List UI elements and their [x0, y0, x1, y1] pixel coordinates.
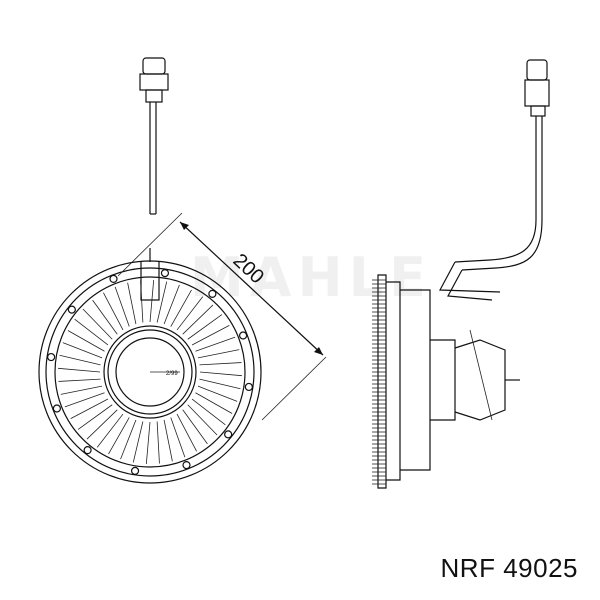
fin-line: [191, 325, 230, 346]
fin-line: [176, 296, 204, 331]
fin-line: [82, 308, 113, 340]
fin-line: [156, 281, 168, 323]
watermark-logo: MAHLE: [190, 246, 433, 309]
fin-line: [199, 378, 241, 390]
fin-line: [156, 421, 160, 464]
fin-line: [92, 299, 118, 335]
fin-line: [62, 342, 103, 359]
fin-line: [195, 392, 233, 414]
fin-line: [77, 404, 113, 430]
bolt-hole: [182, 461, 191, 470]
bolt-hole: [244, 382, 253, 392]
fin-line: [187, 404, 218, 436]
bolt-hole: [109, 274, 118, 283]
small-label: 2/99: [166, 371, 178, 377]
fin-line: [170, 417, 186, 458]
fin-line: [170, 289, 192, 327]
dimension-line: [117, 212, 327, 421]
fin-line: [197, 385, 238, 402]
fin-line: [199, 362, 242, 366]
fin-line: [58, 367, 101, 373]
fin-line: [197, 349, 240, 359]
bolt-hole: [208, 289, 217, 298]
fin-line: [182, 304, 214, 335]
fin-line: [58, 378, 101, 382]
fin-line: [176, 413, 197, 452]
fin-line: [145, 421, 151, 464]
bolt-hole: [130, 466, 140, 475]
fin-line: [67, 330, 105, 352]
fin-line: [182, 409, 208, 445]
fin-line: [70, 398, 109, 419]
fin-line: [127, 282, 137, 325]
fin-line: [59, 354, 101, 366]
fin-line: [191, 398, 226, 426]
fin-line: [163, 284, 180, 325]
fin-line: [195, 336, 236, 352]
fin-line: [199, 371, 242, 377]
front-connector: [139, 57, 169, 215]
bolt-hole: [239, 331, 248, 340]
bolt-hole: [160, 269, 170, 278]
fin-line: [149, 280, 155, 323]
bolt-hole: [52, 404, 61, 413]
dimension-label: 200: [229, 250, 268, 289]
fin-line: [86, 409, 118, 440]
bolt-hole: [47, 352, 56, 362]
bolt-hole: [67, 305, 76, 314]
front-view-clutch: [38, 248, 262, 484]
fin-line: [103, 292, 124, 331]
fin-line: [64, 392, 105, 408]
fin-line: [187, 314, 223, 340]
fin-line: [60, 385, 103, 395]
fin-line: [163, 419, 173, 462]
fin-line: [74, 318, 109, 346]
part-number-label: NRF 49025: [440, 553, 578, 583]
fin-line: [108, 417, 130, 455]
fin-line: [120, 419, 137, 460]
bolt-hole: [224, 430, 233, 439]
fin-line: [140, 280, 144, 323]
side-view-clutch: [372, 59, 550, 489]
fin-line: [96, 413, 124, 448]
bolt-hole: [83, 446, 92, 455]
fin-line: [132, 421, 144, 463]
fin-line: [114, 286, 130, 327]
